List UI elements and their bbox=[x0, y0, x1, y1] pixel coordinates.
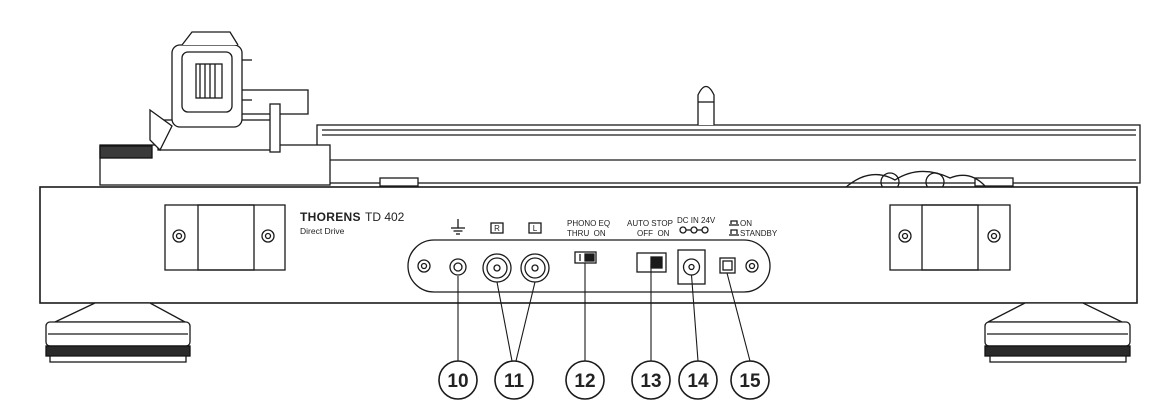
callout-11: 11 bbox=[504, 371, 525, 392]
panel-screw-left bbox=[417, 259, 431, 273]
right-channel-label-box bbox=[490, 222, 504, 234]
right-channel-label: R bbox=[494, 224, 500, 233]
off-on-label: OFF ON bbox=[637, 229, 670, 238]
ground-icon bbox=[451, 219, 465, 235]
callout-12: 12 bbox=[574, 371, 595, 392]
ground-terminal bbox=[449, 258, 467, 276]
on-label: ON bbox=[740, 219, 752, 228]
callout-13: 13 bbox=[640, 371, 661, 392]
callout-circles bbox=[438, 360, 770, 400]
left-channel-label: L bbox=[533, 224, 538, 233]
dc-in-label: DC IN 24V bbox=[677, 216, 716, 225]
thru-on-label: THRU ON bbox=[567, 229, 606, 238]
tonearm bbox=[99, 31, 331, 186]
brand-name: THORENS bbox=[300, 210, 361, 224]
phono-eq-label: PHONO EQ bbox=[567, 219, 610, 228]
connector-panel bbox=[407, 239, 771, 293]
dc-polarity-icon bbox=[679, 226, 709, 234]
panel-screw-right bbox=[745, 259, 759, 273]
callout-15: 15 bbox=[739, 371, 761, 392]
brand-subtitle: Direct Drive bbox=[300, 226, 345, 236]
leader-lines bbox=[457, 263, 751, 362]
left-channel-label-box bbox=[528, 222, 542, 234]
callout-14: 14 bbox=[687, 371, 709, 392]
model-name: TD 402 bbox=[365, 210, 405, 224]
platter bbox=[316, 124, 1141, 192]
standby-label: STANDBY bbox=[740, 229, 778, 238]
spindle bbox=[697, 85, 715, 125]
auto-stop-label: AUTO STOP bbox=[627, 219, 673, 228]
right-grip bbox=[889, 204, 1011, 271]
left-grip bbox=[164, 204, 286, 271]
on-standby-icon bbox=[729, 220, 739, 236]
callout-10: 10 bbox=[447, 371, 468, 392]
left-foot bbox=[45, 302, 191, 363]
right-foot bbox=[984, 302, 1131, 363]
